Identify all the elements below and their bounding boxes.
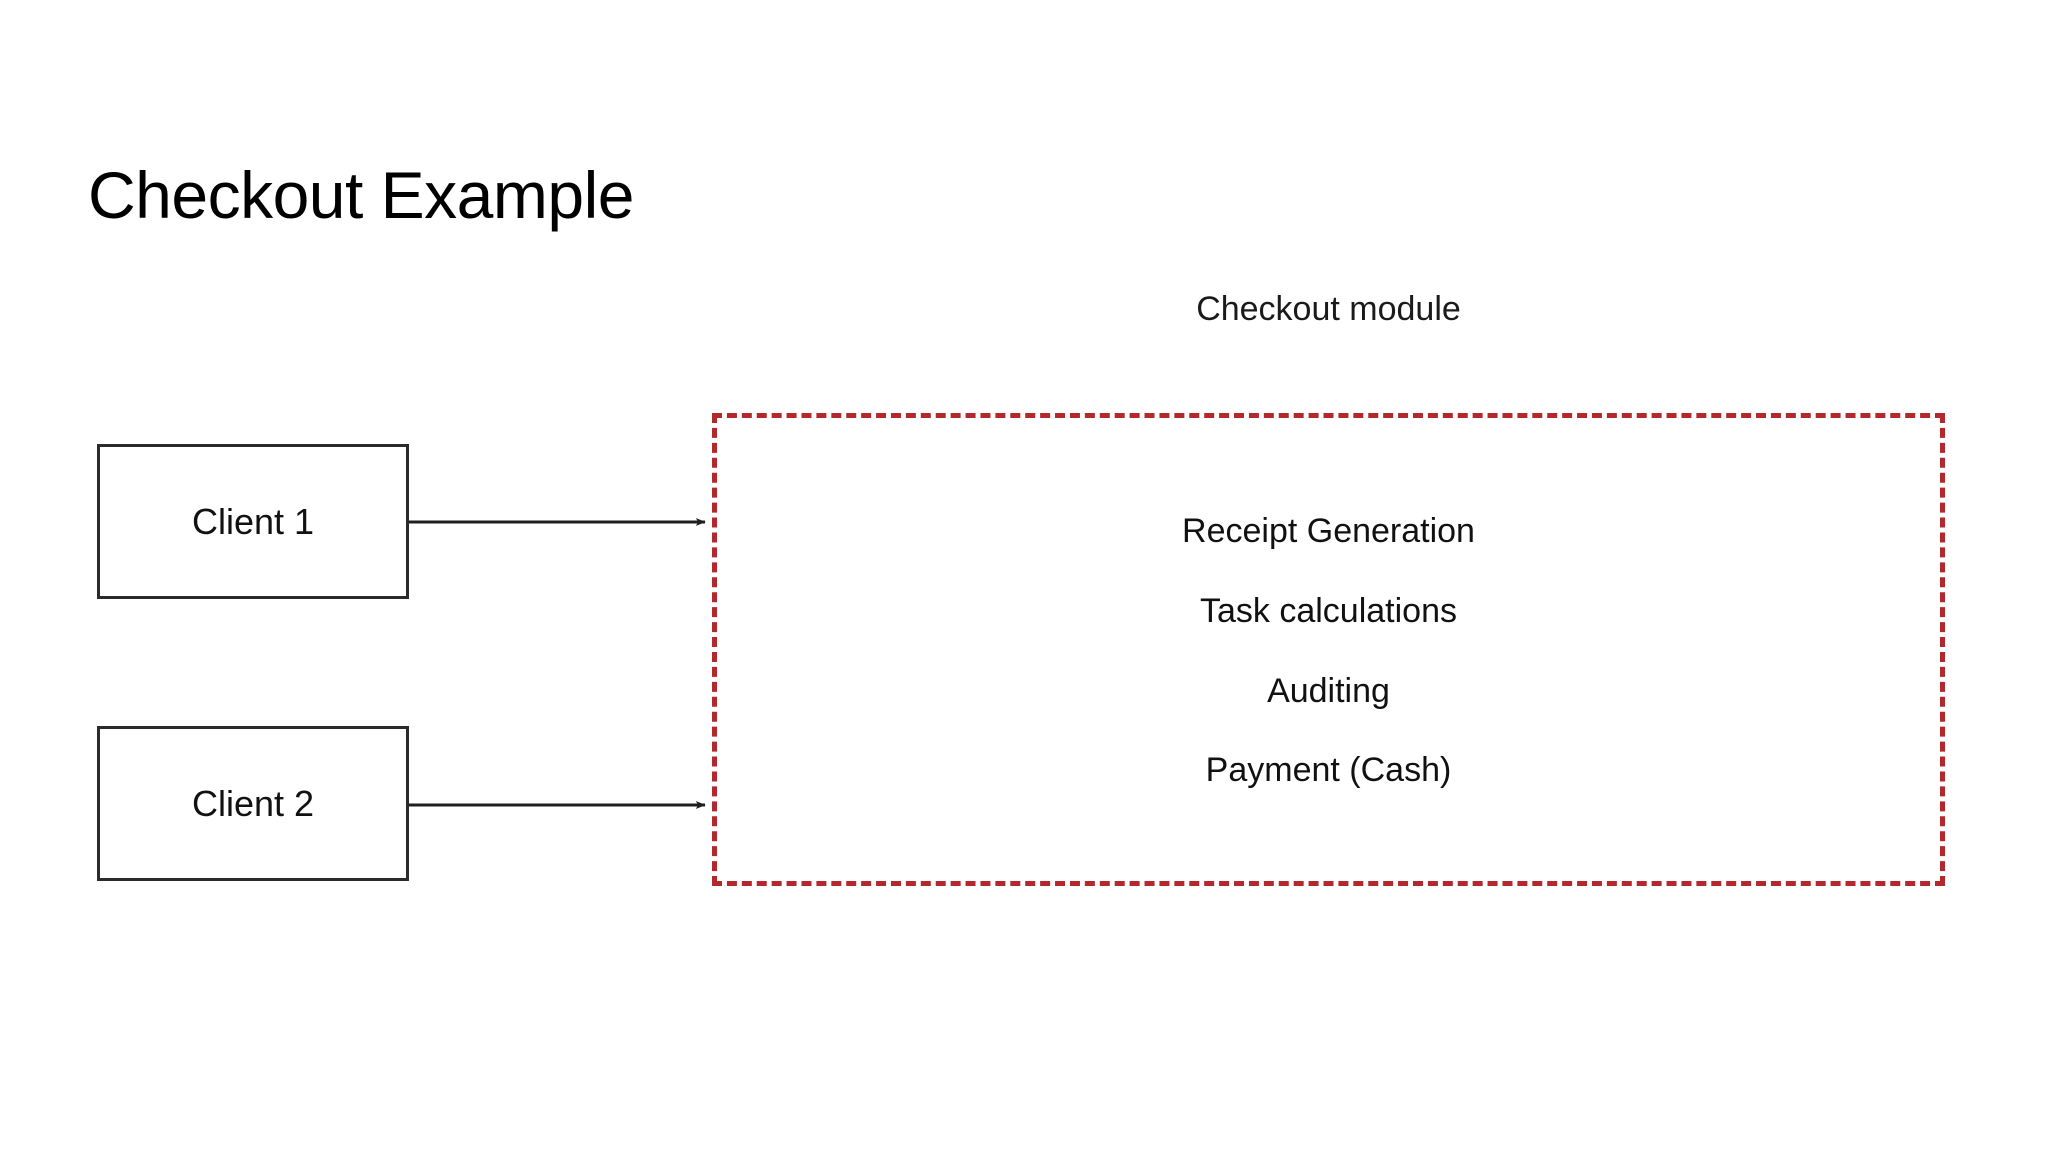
client-1-label: Client 1 bbox=[191, 500, 315, 542]
module-item-payment-cash: Payment (Cash) bbox=[1205, 751, 1452, 790]
module-caption-label: Checkout module bbox=[1196, 290, 1461, 328]
module-item-auditing: Auditing bbox=[1267, 671, 1390, 710]
client-2-label: Client 2 bbox=[191, 782, 315, 824]
module-item-task-calculations: Task calculations bbox=[1199, 591, 1457, 630]
module-item-receipt-generation: Receipt Generation bbox=[1182, 512, 1475, 551]
client-2-box: Client 2 bbox=[97, 726, 409, 881]
client-1-box: Client 1 bbox=[97, 444, 409, 599]
checkout-module-box: Receipt Generation Task calculations Aud… bbox=[712, 413, 1945, 886]
page-title: Checkout Example bbox=[88, 158, 634, 233]
module-item-list: Receipt Generation Task calculations Aud… bbox=[717, 418, 1940, 881]
